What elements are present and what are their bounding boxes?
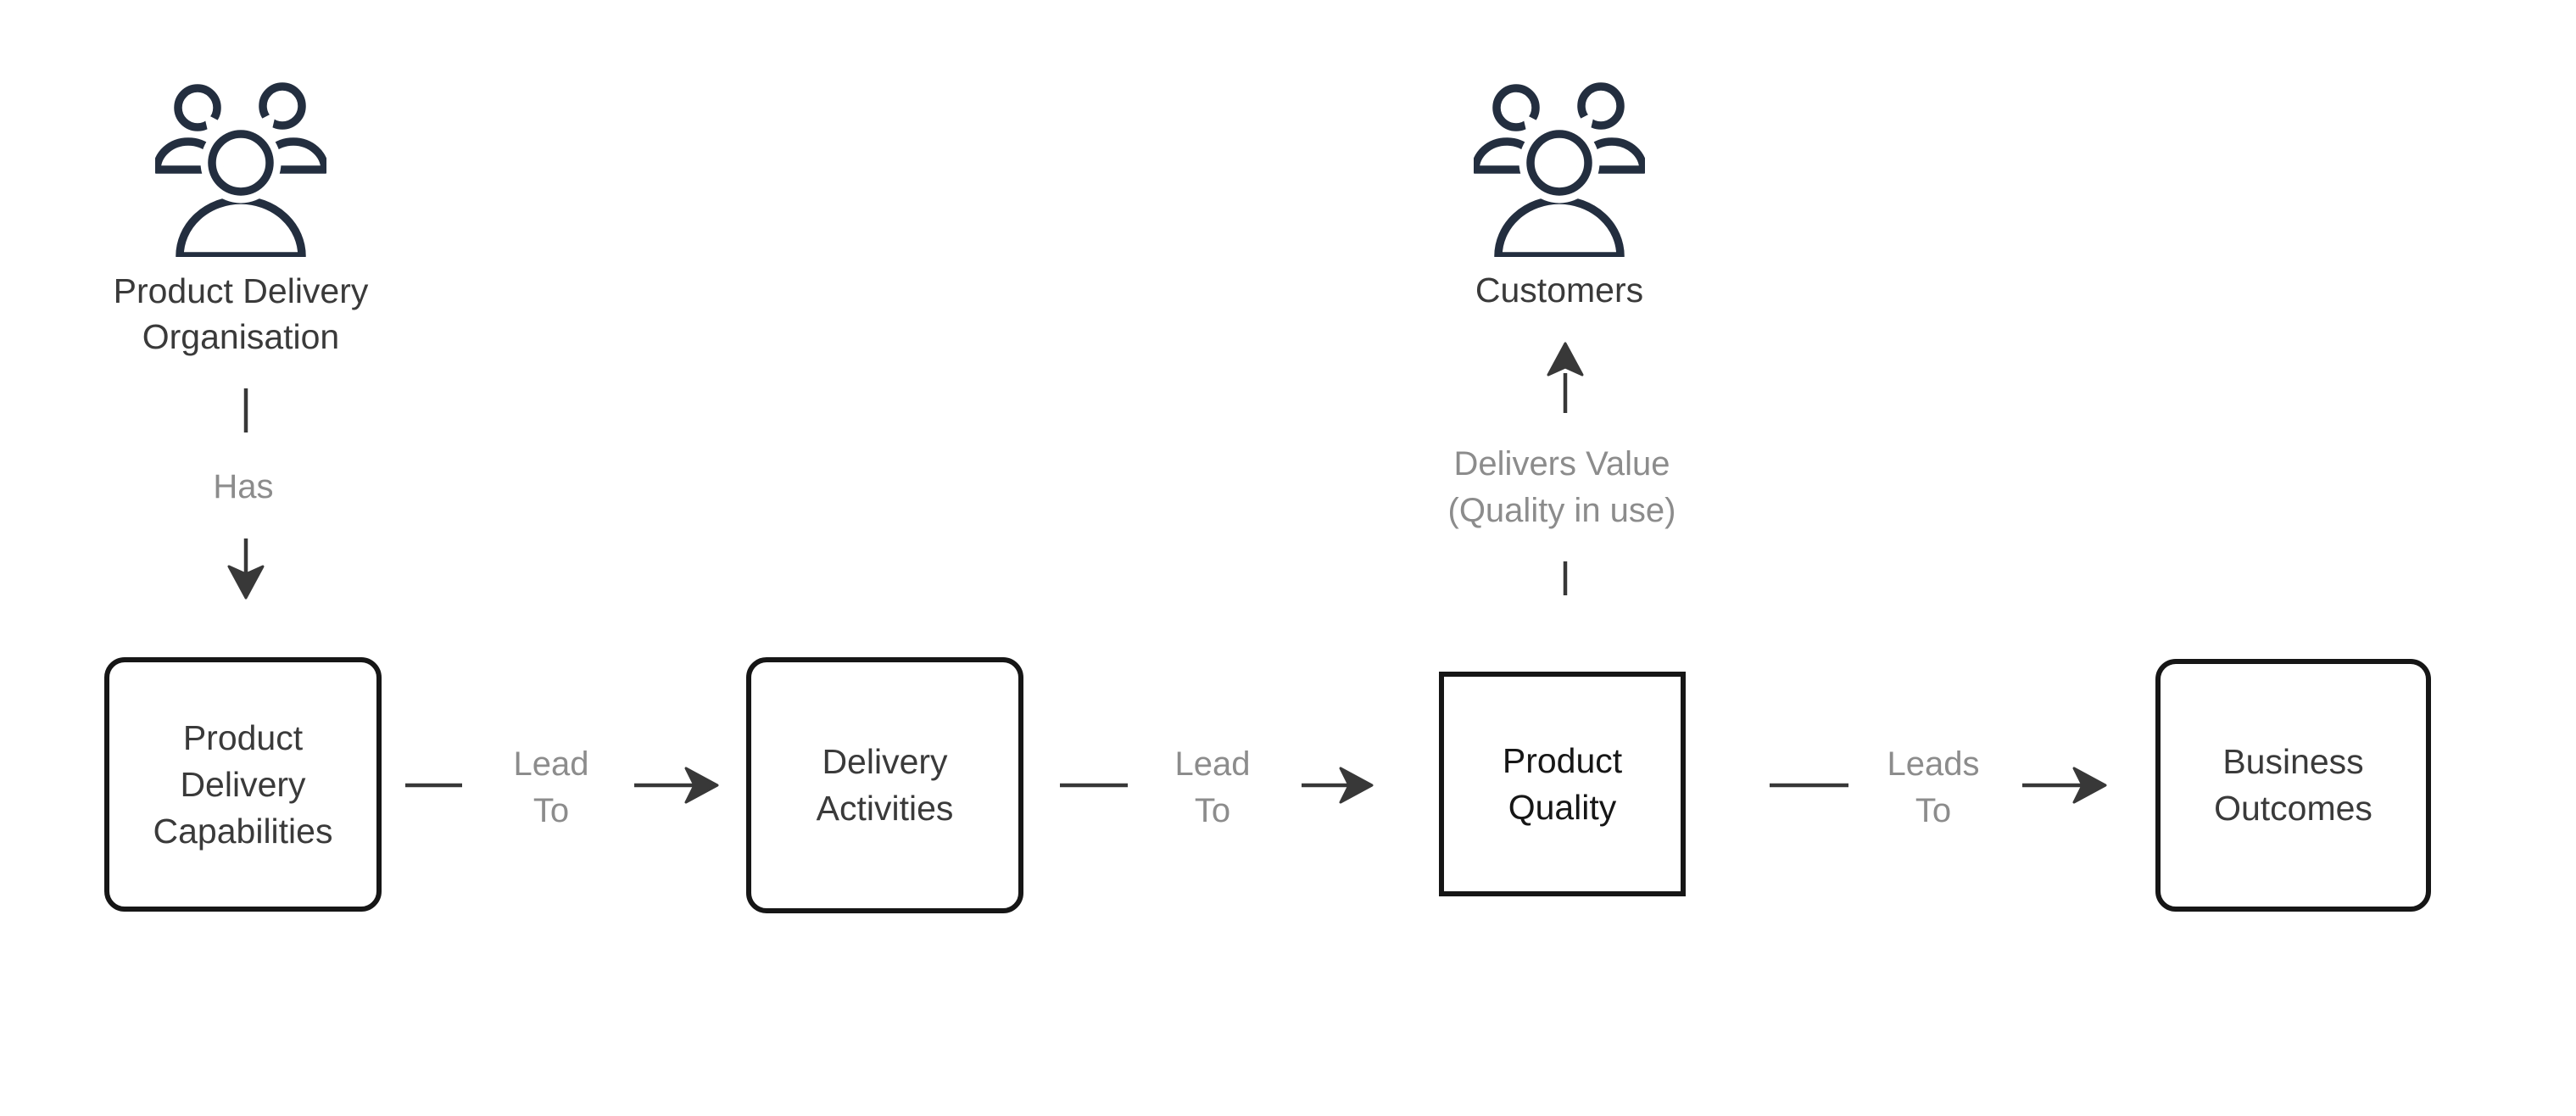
actor-label-customers: Customers	[1475, 271, 1644, 310]
person-head	[174, 84, 221, 131]
person-head	[259, 82, 306, 130]
people-group-icon	[155, 82, 326, 257]
notch	[1574, 111, 1595, 140]
arrowhead-up-icon	[1547, 342, 1584, 377]
notch	[255, 111, 276, 140]
connector-label-lead-to-2: Lead To	[1174, 745, 1251, 829]
person-head	[208, 130, 274, 196]
box-label: Product Quality	[1502, 740, 1623, 827]
box-product-quality: Product Quality	[1439, 672, 1686, 896]
box-product-delivery-capabilities: Product Delivery Capabilities	[104, 657, 382, 912]
people-group-icon	[1474, 82, 1645, 257]
person-front	[1486, 122, 1632, 257]
box-label: Delivery Activities	[816, 742, 954, 828]
connector-label-leads-to: Leads To	[1887, 745, 1980, 829]
person-head	[1577, 82, 1625, 130]
notch	[204, 113, 225, 142]
connector-label-delivers-value: Delivers Value (Quality in use)	[1447, 445, 1676, 529]
notch	[1522, 113, 1543, 142]
connector-label-has: Has	[213, 468, 274, 505]
box-label: Business Outcomes	[2214, 742, 2372, 828]
person-shoulders-halo	[1486, 188, 1632, 257]
person-shoulders-halo	[168, 188, 314, 257]
arrowhead-down-icon	[227, 565, 265, 600]
person-head	[1492, 84, 1540, 131]
person-head	[1526, 130, 1592, 196]
box-label: Product Delivery Capabilities	[153, 717, 333, 851]
box-business-outcomes: Business Outcomes	[2155, 659, 2431, 912]
box-delivery-activities: Delivery Activities	[746, 657, 1023, 913]
person-front	[168, 122, 314, 257]
connector-label-lead-to-1: Lead To	[513, 745, 589, 829]
actor-label-product-delivery-organisation: Product Delivery Organisation	[113, 271, 369, 356]
